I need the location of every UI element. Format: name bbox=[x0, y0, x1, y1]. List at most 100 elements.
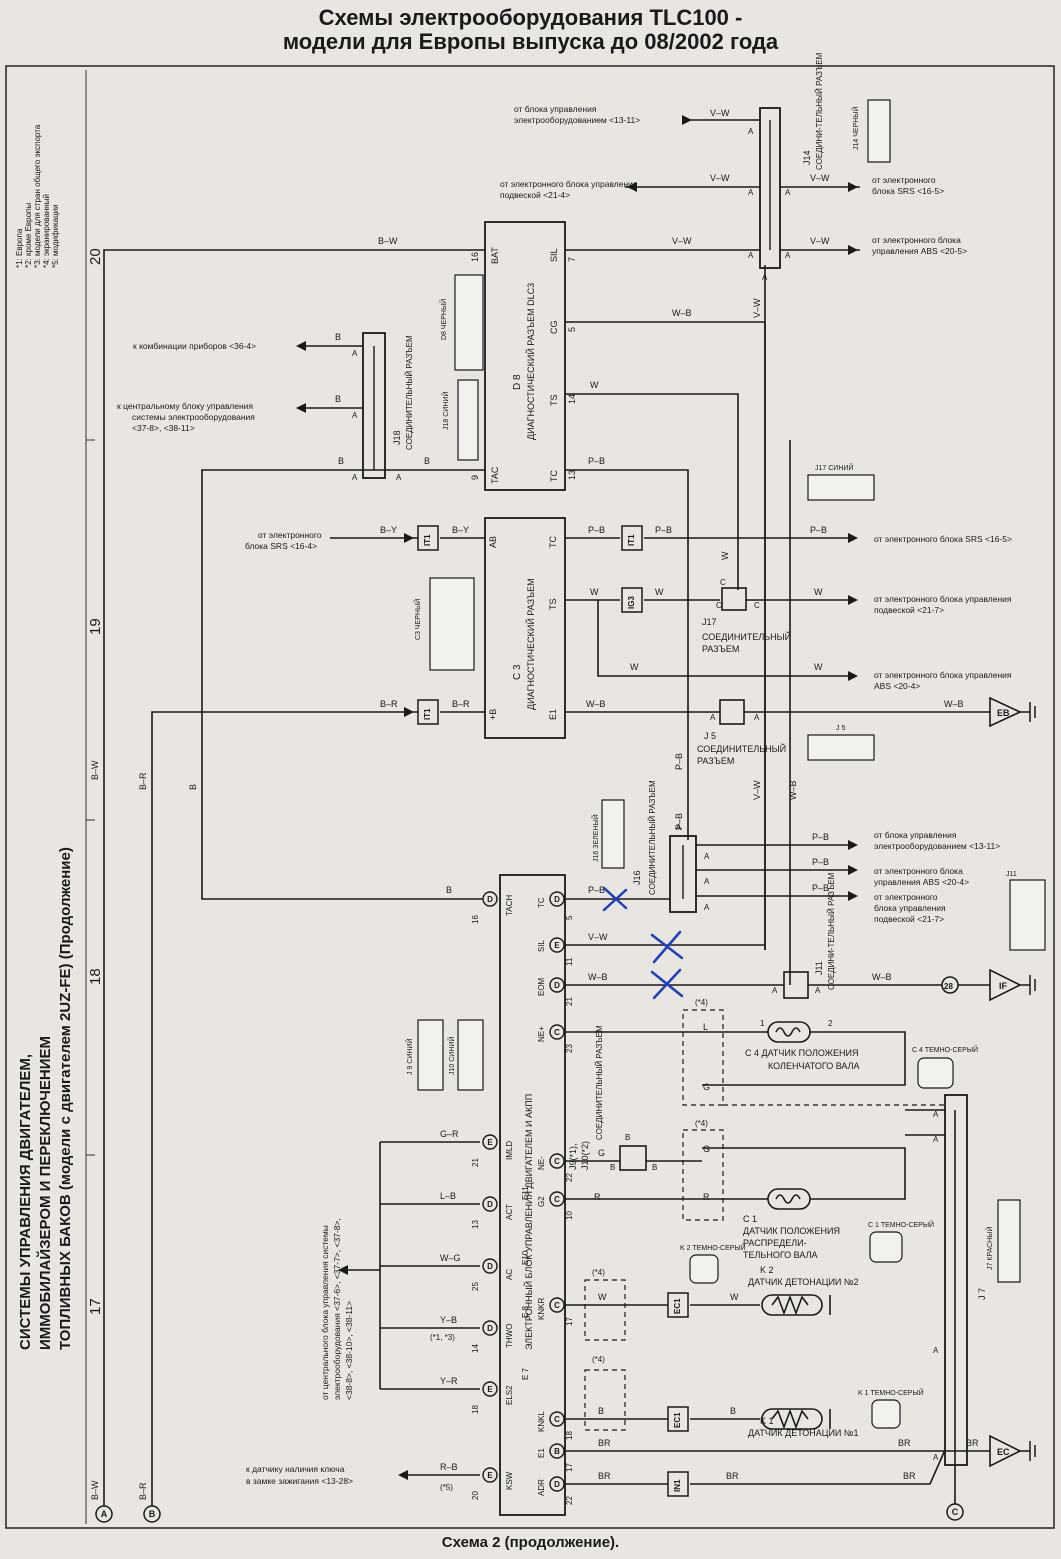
pin-letter: C bbox=[554, 1415, 560, 1424]
pin-letter: C bbox=[720, 578, 726, 587]
sensor-label: C 1 bbox=[743, 1214, 757, 1224]
pin-letter: A bbox=[748, 251, 754, 260]
wire-label: V–W bbox=[588, 932, 608, 942]
bus-terminals bbox=[95, 1503, 964, 1523]
ecu-mid-label: E10 bbox=[521, 1250, 530, 1265]
footnote: *5: модификации bbox=[51, 204, 60, 268]
signal-label: в замке зажигания <13-28> bbox=[246, 1476, 353, 1486]
d8-pin-label: BAT bbox=[490, 247, 500, 264]
inline-connectors bbox=[417, 525, 689, 1497]
pin-number: 22 bbox=[565, 1496, 574, 1505]
signal-label: от электронного блока SRS <16-5> bbox=[874, 534, 1012, 544]
ground-label: IF bbox=[999, 981, 1008, 991]
wire-label: W bbox=[598, 1292, 607, 1302]
signal-label: от электронного bbox=[872, 175, 936, 185]
j9-junction bbox=[619, 1145, 647, 1171]
ecu-pin-label: ELS2 bbox=[505, 1385, 514, 1405]
connector-faces bbox=[417, 99, 1046, 1429]
signal-label: от электронного блока управления bbox=[874, 670, 1012, 680]
signal-label: от электронного блока управления bbox=[874, 594, 1012, 604]
wire-label: G bbox=[703, 1082, 710, 1092]
signal-label: электрооборудования <37-6>, <37-7>, <37-… bbox=[332, 1218, 342, 1400]
grid-number: 20 bbox=[87, 248, 104, 265]
signal-label: подвеской <21-7> bbox=[874, 605, 944, 615]
pin-letter: A bbox=[748, 188, 754, 197]
signal-label: к датчику наличия ключа bbox=[246, 1464, 345, 1474]
j5-name: СОЕДИНИТЕЛЬНЫЙ bbox=[697, 743, 786, 754]
d8-pin-label: SIL bbox=[549, 248, 559, 262]
ground-marks bbox=[1020, 702, 1036, 1461]
wire-label: V–W bbox=[710, 108, 730, 118]
connector-label: IT1 bbox=[627, 534, 636, 546]
wire-label: W–B bbox=[588, 972, 608, 982]
pin-letter: D bbox=[487, 1200, 493, 1209]
engine-ecu bbox=[499, 874, 566, 1516]
face-label: K 1 ТЕМНО-СЕРЫЙ bbox=[858, 1388, 924, 1397]
face-label: C 4 ТЕМНО-СЕРЫЙ bbox=[912, 1045, 978, 1054]
wire-label: W bbox=[655, 587, 664, 597]
ground-28 bbox=[941, 976, 959, 994]
pin-letter: D bbox=[487, 1324, 493, 1333]
signal-label: системы электрооборудования bbox=[132, 412, 255, 422]
c1-face bbox=[869, 1231, 903, 1263]
wire-label: B bbox=[730, 1406, 736, 1416]
j7-face bbox=[997, 1199, 1021, 1283]
pin-letter: A bbox=[704, 877, 710, 886]
footnotes: *1: Европа *2: кроме Европы *3: модели д… bbox=[15, 124, 60, 268]
j18-junction bbox=[362, 332, 386, 479]
wire-label: W bbox=[590, 587, 599, 597]
j16-face bbox=[601, 799, 625, 869]
pin-number: 5 bbox=[567, 327, 577, 332]
c3-pin-label: E1 bbox=[548, 709, 558, 720]
wire-label: P–B bbox=[588, 885, 605, 895]
pin-letter: B bbox=[610, 1163, 615, 1172]
ecu-pin-label: E1 bbox=[537, 1448, 546, 1458]
ecu-pin-label: IMLD bbox=[505, 1141, 514, 1160]
c3-name: ДИАГНОСТИЧЕСКИЙ РАЗЪЕМ bbox=[525, 578, 536, 710]
signal-label: блока SRS <16-5> bbox=[872, 186, 944, 196]
diagram-caption: Схема 2 (продолжение). bbox=[441, 1534, 620, 1551]
pin-number: 16 bbox=[471, 915, 480, 924]
central-unit-label: от центрального блока управления системы… bbox=[320, 1218, 354, 1400]
signal-label: <37-8>, <38-11> bbox=[132, 423, 195, 433]
signal-label: блока управления bbox=[874, 903, 946, 913]
pin-letter: E bbox=[487, 1471, 493, 1480]
footnote: *4: экранированный bbox=[42, 194, 51, 268]
j14-code: J14 bbox=[802, 150, 812, 165]
signal-label: к комбинации приборов <36-4> bbox=[133, 341, 256, 351]
footnote: *1: Европа bbox=[15, 228, 24, 268]
j10-face bbox=[457, 1019, 484, 1091]
face-label: C3 ЧЕРНЫЙ bbox=[413, 599, 422, 640]
connector-label: EC1 bbox=[673, 1412, 682, 1428]
sensor-label: РАСПРЕДЕЛИ- bbox=[743, 1238, 807, 1248]
d8-code: D 8 bbox=[512, 374, 523, 390]
signal-label: управления ABS <20-4> bbox=[874, 877, 969, 887]
pin-letter: A bbox=[704, 903, 710, 912]
ecu-pin-label: SIL bbox=[537, 939, 546, 952]
wire-label: V–W bbox=[752, 780, 762, 800]
pin-letter: E bbox=[487, 1385, 493, 1394]
pin-letter: A bbox=[933, 1135, 939, 1144]
side-title-line: ИММОБИЛАЙЗЕРОМ И ПЕРЕКЛЮЧЕНИЕМ bbox=[36, 1036, 54, 1350]
pin-number: 5 bbox=[565, 915, 574, 920]
pin-letter: D bbox=[554, 981, 560, 990]
pin-number: 21 bbox=[565, 997, 574, 1006]
pin-letter: D bbox=[487, 1262, 493, 1271]
wire-label: R bbox=[703, 1192, 710, 1202]
grid-number: 19 bbox=[87, 618, 104, 635]
wire-label: W bbox=[814, 662, 823, 672]
j11-code: J11 bbox=[814, 961, 824, 975]
j9-name: СОЕДИНИТЕЛЬНЫЙ РАЗЪЕМ bbox=[595, 1025, 604, 1140]
sensor-label: C 4 ДАТЧИК ПОЛОЖЕНИЯ bbox=[745, 1048, 858, 1058]
pin-letter: A bbox=[933, 1453, 939, 1462]
camshaft-sensor bbox=[767, 1188, 811, 1210]
j17-junction bbox=[721, 587, 747, 611]
ecu-pin-letters: D E D D D E E D E D C C C C C B D bbox=[487, 895, 560, 1489]
j16-junction bbox=[669, 835, 697, 913]
face-label: J10 СИНИЙ bbox=[447, 1037, 456, 1075]
ecu-pin-label: G2 bbox=[537, 1196, 546, 1207]
face-label: J14 ЧЕРНЫЙ bbox=[851, 106, 860, 150]
ecu-pin-label: ACT bbox=[505, 1204, 514, 1220]
wire-label: G bbox=[703, 1144, 710, 1154]
j11-name: СОЕДИНИ-ТЕЛЬНЫЙ РАЗЪЕМ bbox=[827, 872, 836, 990]
